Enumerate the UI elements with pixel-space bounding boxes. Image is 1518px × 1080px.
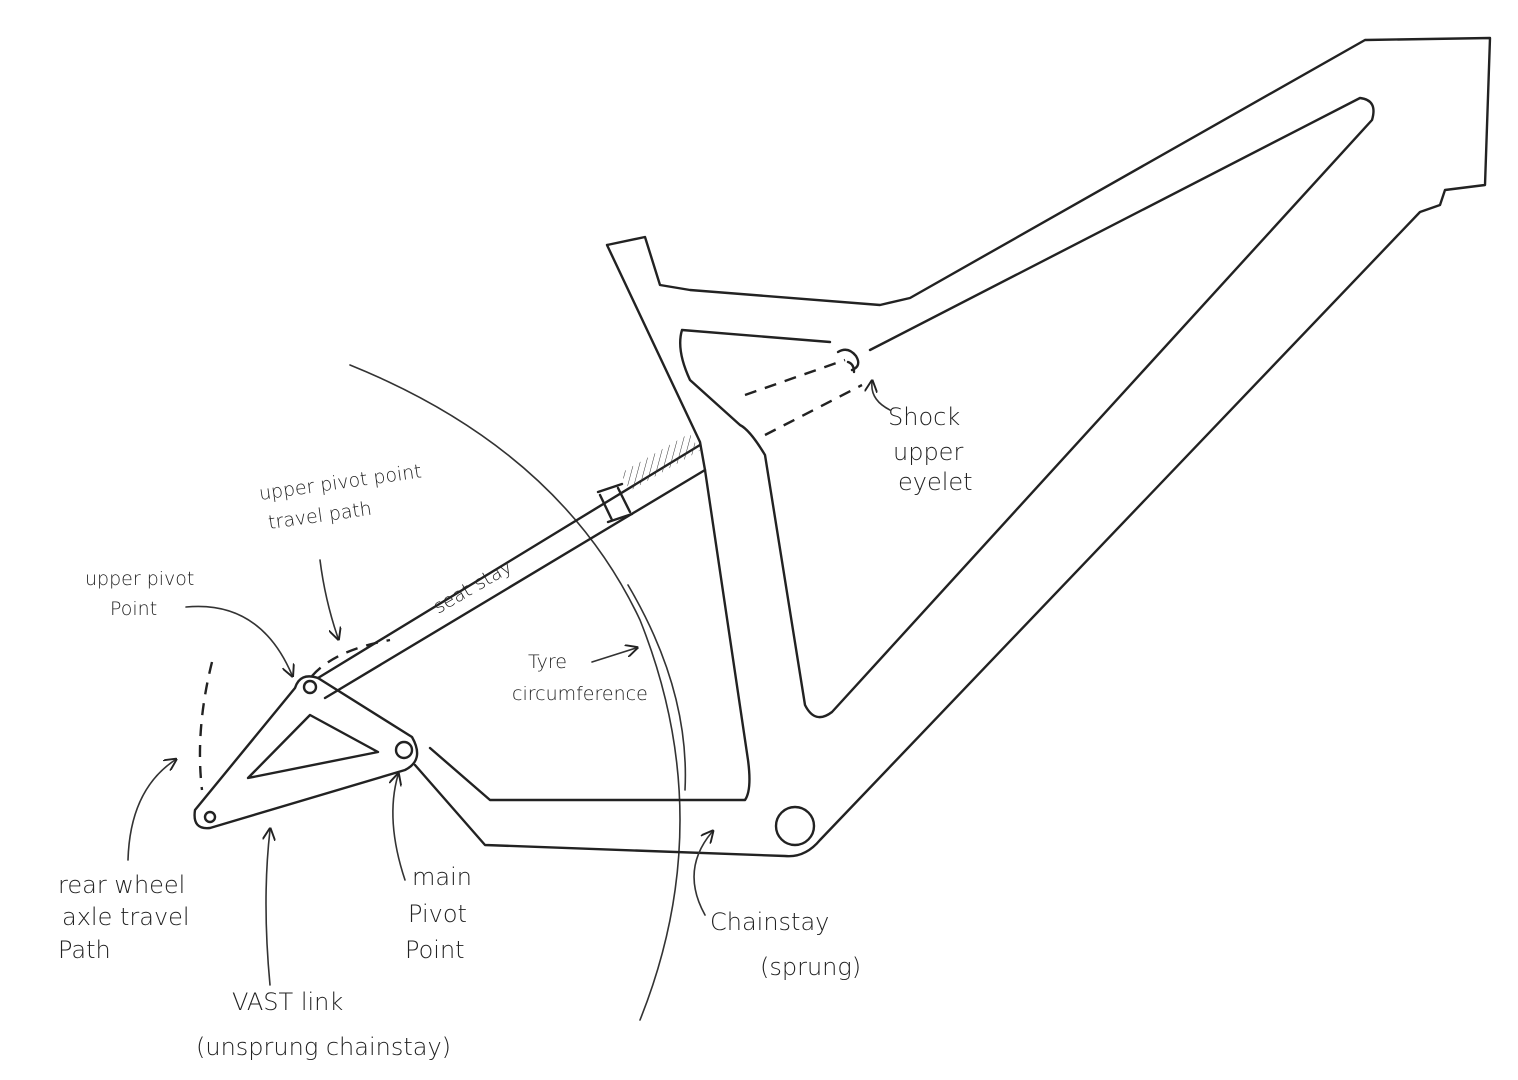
arrow-vast-link [266, 830, 270, 986]
label-axle-travel-path: rear wheel axle travel Path [58, 871, 197, 964]
arrow-chainstay [693, 832, 712, 916]
brake-mount [596, 482, 634, 524]
front-triangle-cutout [679, 96, 1375, 719]
label-upper-pivot: upper pivot Point [85, 568, 200, 620]
vast-link-cutout [246, 713, 380, 780]
label-shock-upper-eyelet: Shock upper eyelet [888, 403, 973, 496]
upper-pivot-point [302, 679, 318, 695]
vast-link [193, 675, 419, 830]
label-main-pivot: main Pivot Point [405, 863, 480, 964]
arrow-shock [872, 382, 891, 411]
wheel-arc [349, 364, 681, 1021]
arrow-main-pivot [393, 775, 406, 881]
label-upper-pivot-travel: upper pivot point travel path [258, 460, 433, 535]
label-tyre-circumference: Tyre circumference [512, 651, 648, 705]
upper-pivot-travel-path [311, 638, 391, 677]
bottom-bracket [774, 805, 816, 847]
arrow-axle-path [127, 760, 175, 861]
arrow-upper-pivot-travel [319, 559, 338, 638]
brake-bridge-hatch [620, 433, 700, 491]
arrow-upper-pivot [185, 605, 292, 675]
rear-shock [744, 358, 863, 437]
frame-outline [413, 36, 1492, 858]
shock-upper-eyelet [836, 348, 860, 374]
rear-axle [203, 810, 217, 824]
tyre-circumference-arc [627, 584, 687, 791]
label-vast-link: VAST link (unsprung chainstay) [196, 988, 451, 1061]
axle-travel-path [198, 661, 214, 791]
arrow-tyre [591, 648, 636, 663]
main-pivot-point [394, 740, 414, 760]
label-chainstay: Chainstay (sprung) [710, 908, 861, 981]
